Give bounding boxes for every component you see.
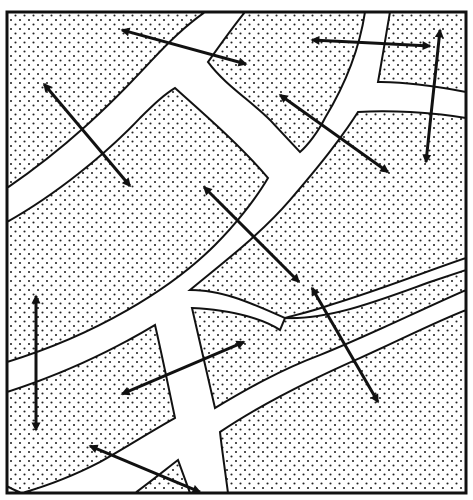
parcel-3 <box>378 12 466 92</box>
